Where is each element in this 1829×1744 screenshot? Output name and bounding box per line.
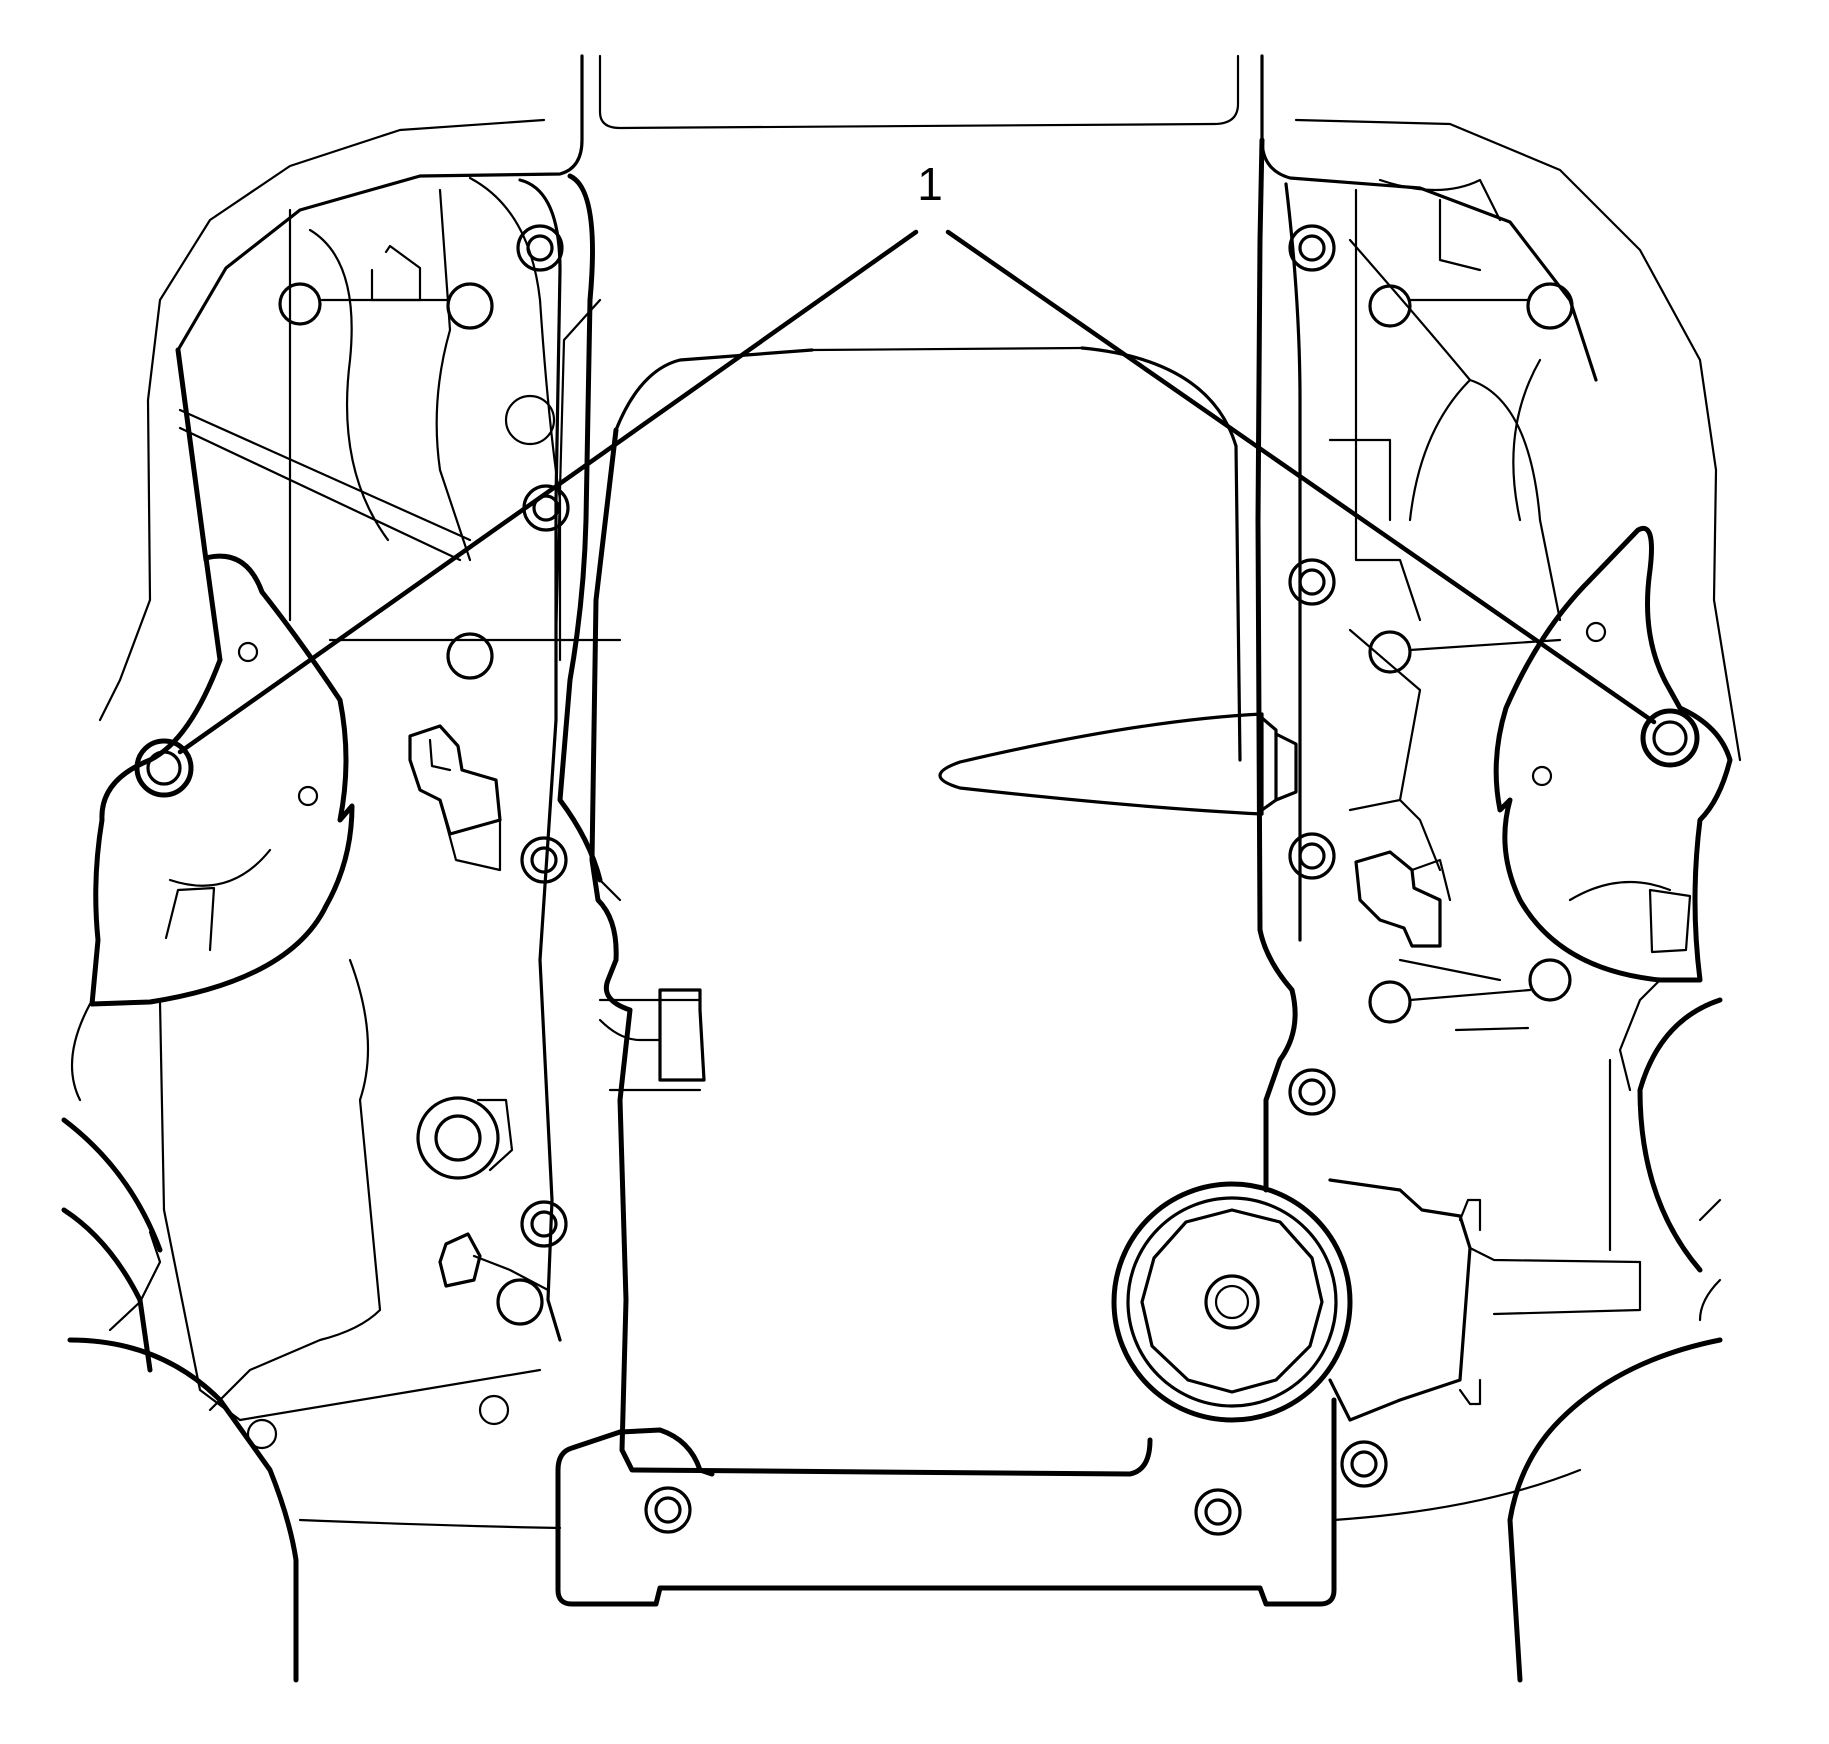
left-lower-sensor <box>438 1232 550 1326</box>
flange-bolt <box>1288 558 1336 606</box>
flange-bolt <box>520 836 568 884</box>
right-sump-flange <box>1255 137 1388 1488</box>
left-block-section <box>175 176 622 680</box>
leader-line-right <box>945 229 1657 725</box>
right-sensor-connector <box>1348 798 1502 982</box>
callout-leaders <box>177 229 1657 755</box>
oil-pan <box>589 346 1242 1477</box>
left-lower-bracket <box>162 958 542 1450</box>
right-block-section <box>1328 178 1574 802</box>
right-bushing <box>1368 958 1572 1032</box>
left-sump-flange <box>516 173 603 1342</box>
right-splash-shield <box>1493 525 1733 1092</box>
callout-number: 1 <box>917 158 943 210</box>
brace-bolt <box>644 1486 692 1534</box>
oil-filter-adapter <box>1328 1178 1642 1422</box>
right-mount-bolt <box>1640 708 1700 768</box>
left-sensor-connector <box>408 724 502 872</box>
flange-bolt <box>1340 1440 1388 1488</box>
flange-bolt <box>520 1200 568 1248</box>
flange-bolt <box>1288 224 1336 272</box>
oil-level-sensor <box>598 988 706 1092</box>
brace-bolt <box>1194 1488 1242 1536</box>
lower-cross-brace <box>298 1397 1582 1607</box>
flange-bolt <box>516 224 564 272</box>
flange-bolt <box>1288 1068 1336 1116</box>
left-lower-bushing <box>416 1096 514 1180</box>
leader-line-left <box>177 229 919 755</box>
left-mount-bolt <box>134 738 194 798</box>
drain-plug-cone <box>938 712 1298 816</box>
flange-bolt <box>1288 832 1336 880</box>
oil-filter <box>1111 1181 1353 1423</box>
left-lower-wheel <box>61 1117 299 1683</box>
right-lower-outline <box>1507 997 1723 1683</box>
left-splash-shield <box>70 553 355 1212</box>
